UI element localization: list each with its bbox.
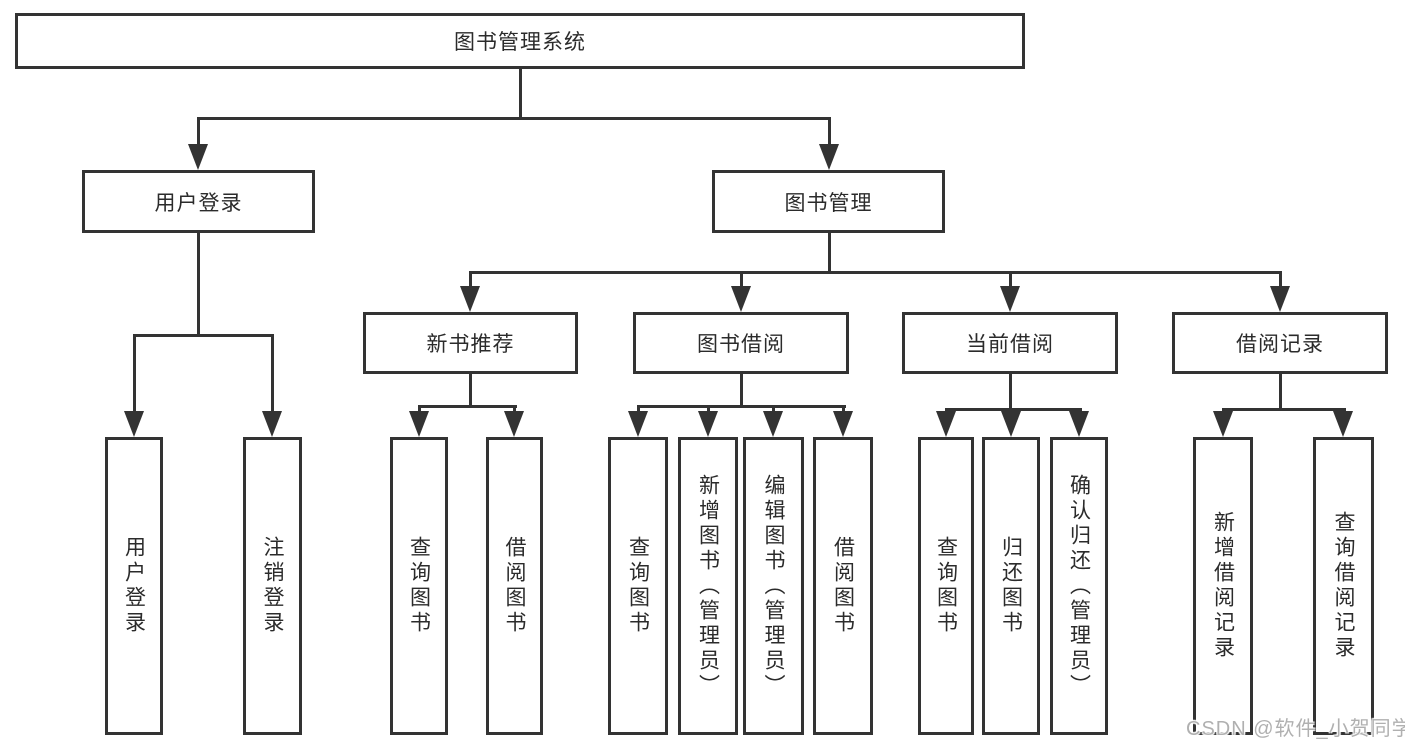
- leaf-nb-borrow-books: 借阅图书: [486, 437, 543, 735]
- node-book-management-label: 图书管理: [784, 191, 873, 215]
- leaf-user-login: 用户登录: [105, 437, 163, 735]
- connector-drop-bb-query: [637, 405, 640, 415]
- node-user-login-group-label: 用户登录: [154, 191, 243, 215]
- connector-drop-leaf-logout: [271, 334, 274, 424]
- arrow-down-icon: [698, 411, 718, 437]
- connector-bookborrow-stem: [740, 374, 743, 408]
- arrow-down-icon: [188, 144, 208, 170]
- connector-newbooks-rail: [418, 405, 517, 408]
- connector-bookmgmt-stem: [828, 233, 831, 274]
- leaf-bb-borrow-books: 借阅图书: [813, 437, 873, 735]
- connector-currentborrow-stem: [1009, 374, 1012, 411]
- arrow-down-icon: [409, 411, 429, 437]
- leaf-bb-add-books: 新增图书（管理员）: [678, 437, 738, 735]
- arrow-down-icon: [504, 411, 524, 437]
- node-borrow-records-label: 借阅记录: [1236, 333, 1324, 356]
- connector-currentborrow-rail: [945, 408, 1082, 411]
- csdn-watermark: CSDN @软件_小贺同学: [1186, 718, 1405, 740]
- connector-root-rail: [197, 117, 831, 120]
- connector-drop-user-login: [197, 117, 200, 149]
- node-book-management: 图书管理: [712, 170, 945, 233]
- node-book-borrow: 图书借阅: [633, 312, 849, 374]
- connector-borrowrecords-stem: [1279, 374, 1282, 411]
- connector-drop-new-books: [469, 271, 472, 291]
- connector-drop-borrow-records: [1279, 271, 1282, 291]
- leaf-cb-confirm-return: 确认归还（管理员）: [1050, 437, 1108, 735]
- node-book-borrow-label: 图书借阅: [697, 333, 785, 356]
- arrow-down-icon: [124, 411, 144, 437]
- leaf-br-add-record: 新增借阅记录: [1193, 437, 1253, 735]
- leaf-logout: 注销登录: [243, 437, 302, 735]
- connector-bookborrow-rail: [637, 405, 846, 408]
- arrow-down-icon: [1001, 411, 1021, 437]
- node-new-book-recommend: 新书推荐: [363, 312, 578, 374]
- arrow-down-icon: [1069, 411, 1089, 437]
- connector-drop-bb-add: [707, 405, 710, 415]
- connector-userlogin-rail: [133, 334, 274, 337]
- connector-borrowrecords-rail: [1222, 408, 1346, 411]
- arrow-down-icon: [1000, 286, 1020, 312]
- node-current-borrow-label: 当前借阅: [966, 333, 1054, 356]
- connector-drop-bb-edit: [772, 405, 775, 415]
- arrow-down-icon: [628, 411, 648, 437]
- connector-drop-book-mgmt: [828, 117, 831, 149]
- node-current-borrow: 当前借阅: [902, 312, 1118, 374]
- arrow-down-icon: [1333, 411, 1353, 437]
- node-user-login-group: 用户登录: [82, 170, 315, 233]
- arrow-down-icon: [819, 144, 839, 170]
- arrow-down-icon: [731, 286, 751, 312]
- connector-root-stem: [519, 69, 522, 118]
- arrow-down-icon: [262, 411, 282, 437]
- leaf-cb-return-books: 归还图书: [982, 437, 1040, 735]
- arrow-down-icon: [763, 411, 783, 437]
- connector-drop-leaf-user-login: [133, 334, 136, 424]
- node-new-book-recommend-label: 新书推荐: [426, 333, 515, 356]
- arrow-down-icon: [936, 411, 956, 437]
- leaf-cb-query-books: 查询图书: [918, 437, 974, 735]
- arrow-down-icon: [833, 411, 853, 437]
- leaf-bb-query-books: 查询图书: [608, 437, 668, 735]
- connector-userlogin-stem: [197, 233, 200, 336]
- connector-drop-bb-borrow: [842, 405, 845, 415]
- connector-drop-current-borrow: [1009, 271, 1012, 291]
- node-root-label: 图书管理系统: [454, 31, 586, 54]
- connector-bookmgmt-rail: [469, 271, 1282, 274]
- node-root-system: 图书管理系统: [15, 13, 1025, 69]
- leaf-bb-edit-books: 编辑图书（管理员）: [743, 437, 804, 735]
- arrow-down-icon: [1270, 286, 1290, 312]
- node-borrow-records: 借阅记录: [1172, 312, 1388, 374]
- connector-newbooks-stem: [469, 374, 472, 408]
- leaf-nb-query-books: 查询图书: [390, 437, 448, 735]
- leaf-br-query-record: 查询借阅记录: [1313, 437, 1374, 735]
- arrow-down-icon: [1213, 411, 1233, 437]
- arrow-down-icon: [460, 286, 480, 312]
- connector-drop-book-borrow: [740, 271, 743, 291]
